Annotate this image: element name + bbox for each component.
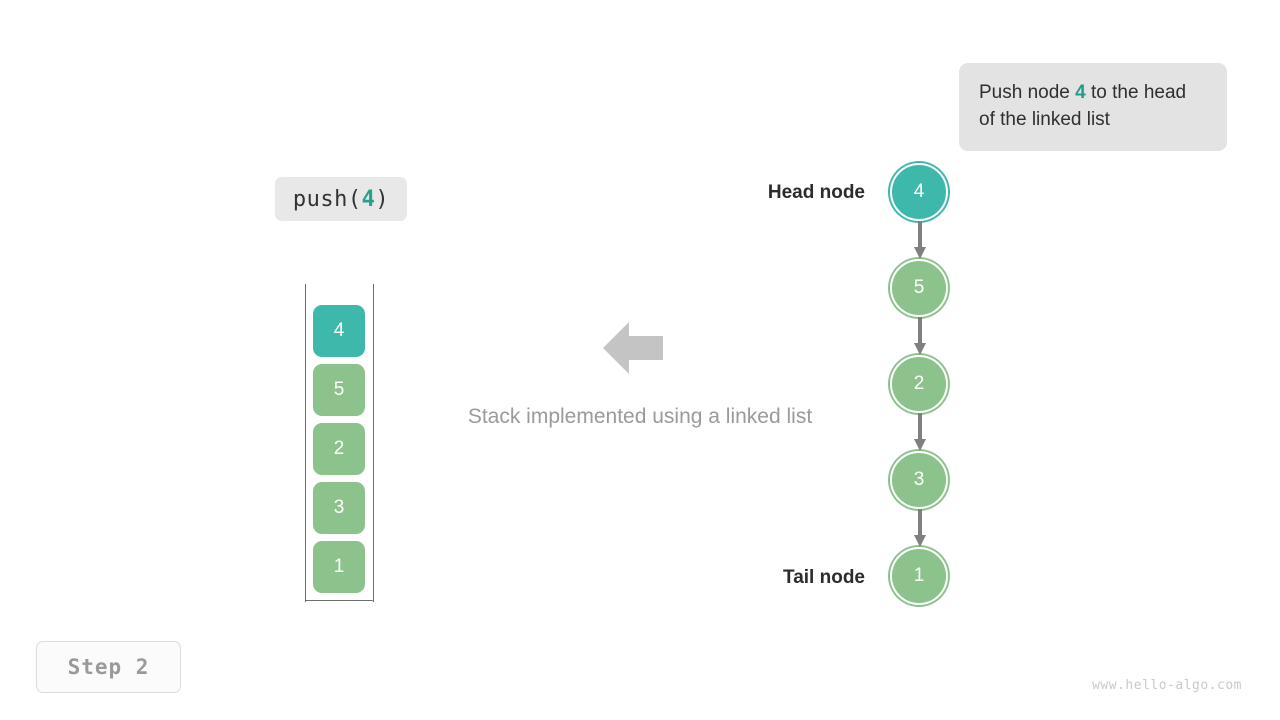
callout-text-after: to the head of the linked list bbox=[979, 82, 1187, 130]
linked-list: Head node Tail node 4 5 2 3 1 bbox=[768, 160, 990, 610]
linked-list-edge-arrow-icon bbox=[914, 509, 926, 547]
operation-name: push bbox=[292, 186, 348, 212]
stack-base bbox=[305, 600, 373, 601]
step-badge: Step 2 bbox=[36, 641, 181, 693]
linked-list-node: 5 bbox=[890, 259, 948, 317]
linked-list-node: 4 bbox=[890, 163, 948, 221]
stack-cell: 4 bbox=[313, 305, 365, 357]
watermark: www.hello-algo.com bbox=[1092, 678, 1242, 693]
tail-node-label: Tail node bbox=[783, 567, 865, 588]
linked-list-node: 2 bbox=[890, 355, 948, 413]
stack-container: 4 5 2 3 1 bbox=[305, 284, 375, 602]
linked-list-node: 1 bbox=[890, 547, 948, 605]
linked-list-edge-arrow-icon bbox=[914, 221, 926, 259]
operation-argument: 4 bbox=[361, 186, 376, 212]
callout-accent-value: 4 bbox=[1075, 82, 1086, 103]
stack-rail-left bbox=[305, 284, 306, 602]
stack-rail-right bbox=[373, 284, 374, 602]
stack-cell: 1 bbox=[313, 541, 365, 593]
linked-list-node: 3 bbox=[890, 451, 948, 509]
linked-list-edge-arrow-icon bbox=[914, 413, 926, 451]
head-node-label: Head node bbox=[767, 182, 865, 203]
left-block-arrow-icon bbox=[603, 322, 663, 374]
stack-cell-list: 4 5 2 3 1 bbox=[313, 305, 365, 593]
callout-box: Push node 4 to the head of the linked li… bbox=[959, 63, 1227, 151]
stack-caption: Stack implemented using a linked list bbox=[467, 405, 813, 428]
stack-cell: 3 bbox=[313, 482, 365, 534]
operation-open-paren: ( bbox=[347, 186, 362, 212]
stack-cell: 2 bbox=[313, 423, 365, 475]
operation-close-paren: ) bbox=[375, 186, 390, 212]
linked-list-edge-arrow-icon bbox=[914, 317, 926, 355]
stack-cell: 5 bbox=[313, 364, 365, 416]
operation-chip: push(4) bbox=[275, 177, 407, 221]
callout-text-before: Push node bbox=[979, 82, 1076, 103]
